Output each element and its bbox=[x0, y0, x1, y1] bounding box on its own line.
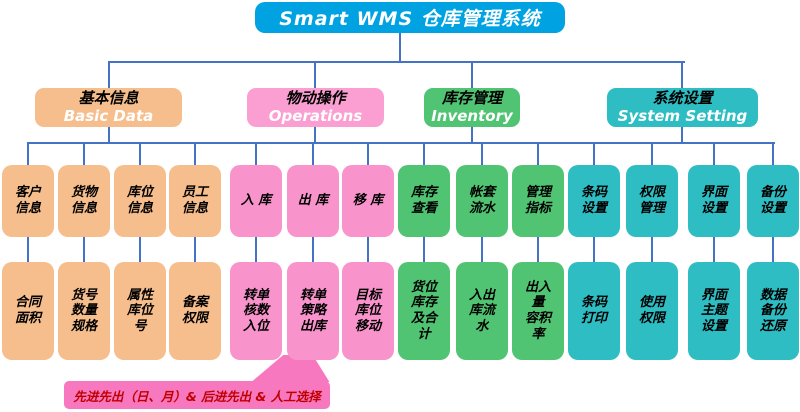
connector-line bbox=[194, 143, 196, 166]
connector-line bbox=[27, 142, 775, 144]
node-inbound: 入 库 bbox=[230, 165, 282, 237]
connector-line bbox=[471, 62, 473, 89]
connector-line bbox=[27, 143, 29, 166]
callout-fifo-note: 先进先出（日、月）& 后进先出 & 人工选择 bbox=[64, 381, 330, 409]
connector-line bbox=[83, 237, 85, 263]
connector-line bbox=[772, 237, 774, 263]
node-outbound: 出 库 bbox=[287, 165, 339, 237]
connector-line bbox=[314, 62, 316, 89]
detail-in-out-volume-rate: 出入 量 容积 率 bbox=[512, 262, 564, 360]
node-location-info: 库位 信息 bbox=[114, 165, 166, 237]
connector-line bbox=[312, 143, 314, 166]
connector-line bbox=[481, 143, 483, 166]
connector-line bbox=[681, 126, 683, 143]
node-ui-setting: 界面 设置 bbox=[688, 165, 740, 237]
group-system-setting: 系统设置 System Setting bbox=[607, 88, 758, 127]
group-label-cn: 基本信息 bbox=[78, 89, 139, 108]
connector-line bbox=[423, 237, 425, 263]
connector-line bbox=[537, 237, 539, 263]
detail-record-permission: 备案 权限 bbox=[169, 262, 221, 360]
node-move-stock: 移 库 bbox=[342, 165, 394, 237]
connector-line bbox=[713, 143, 715, 166]
connector-line bbox=[651, 143, 653, 166]
connector-line bbox=[772, 143, 774, 166]
group-label-en: Basic Data bbox=[63, 106, 154, 125]
chart-title: Smart WMS 仓库管理系统 bbox=[255, 2, 565, 33]
node-customer-info: 客户 信息 bbox=[2, 165, 54, 237]
connector-line bbox=[471, 126, 473, 143]
connector-line bbox=[108, 62, 110, 89]
detail-transfer-check-putaway: 转单 核数 入位 bbox=[230, 262, 282, 360]
group-label-en: Inventory bbox=[431, 106, 513, 125]
connector-line bbox=[83, 143, 85, 166]
connector-line bbox=[367, 237, 369, 263]
detail-transfer-strategy-out: 转单 策略 出库 bbox=[287, 262, 339, 360]
group-operations: 物动操作 Operations bbox=[247, 88, 384, 127]
node-stock-view: 库存 查看 bbox=[398, 165, 450, 237]
detail-contract-area: 合同 面积 bbox=[2, 262, 54, 360]
connector-line bbox=[593, 143, 595, 166]
connector-line bbox=[312, 237, 314, 263]
detail-barcode-print: 条码 打印 bbox=[568, 262, 620, 360]
connector-line bbox=[27, 237, 29, 263]
connector-line bbox=[108, 126, 110, 143]
group-label-en: Operations bbox=[268, 106, 363, 125]
detail-ui-theme-setting: 界面 主题 设置 bbox=[688, 262, 740, 360]
connector-line bbox=[108, 61, 685, 63]
group-label-cn: 库存管理 bbox=[441, 89, 502, 108]
connector-line bbox=[481, 237, 483, 263]
connector-line bbox=[139, 143, 141, 166]
node-goods-info: 货物 信息 bbox=[58, 165, 110, 237]
connector-line bbox=[255, 143, 257, 166]
connector-line bbox=[713, 237, 715, 263]
detail-data-backup-restore: 数据 备份 还原 bbox=[747, 262, 799, 360]
detail-in-out-flow: 入出 库流 水 bbox=[456, 262, 508, 360]
node-account-flow: 帐套 流水 bbox=[456, 165, 508, 237]
group-inventory: 库存管理 Inventory bbox=[424, 88, 520, 127]
node-manage-kpi: 管理 指标 bbox=[512, 165, 564, 237]
detail-target-location-move: 目标 库位 移动 bbox=[342, 262, 394, 360]
connector-line bbox=[399, 33, 401, 62]
connector-line bbox=[367, 143, 369, 166]
connector-line bbox=[423, 143, 425, 166]
connector-line bbox=[194, 237, 196, 263]
detail-attr-location-no: 属性 库位 号 bbox=[114, 262, 166, 360]
detail-location-stock-total: 货位 库存 及合 计 bbox=[398, 262, 450, 360]
connector-line bbox=[593, 237, 595, 263]
connector-line bbox=[139, 237, 141, 263]
connector-line bbox=[255, 237, 257, 263]
group-label-cn: 系统设置 bbox=[652, 89, 713, 108]
connector-line bbox=[314, 126, 316, 143]
node-barcode-setting: 条码 设置 bbox=[568, 165, 620, 237]
node-permission-mgmt: 权限 管理 bbox=[626, 165, 678, 237]
connector-line bbox=[681, 62, 683, 89]
node-employee-info: 员工 信息 bbox=[169, 165, 221, 237]
group-label-en: System Setting bbox=[617, 106, 748, 125]
detail-use-permission: 使用 权限 bbox=[626, 262, 678, 360]
detail-itemno-qty-spec: 货号 数量 规格 bbox=[58, 262, 110, 360]
group-label-cn: 物动操作 bbox=[285, 89, 346, 108]
connector-line bbox=[537, 143, 539, 166]
group-basic-data: 基本信息 Basic Data bbox=[35, 88, 182, 127]
connector-line bbox=[651, 237, 653, 263]
node-backup-setting: 备份 设置 bbox=[747, 165, 799, 237]
